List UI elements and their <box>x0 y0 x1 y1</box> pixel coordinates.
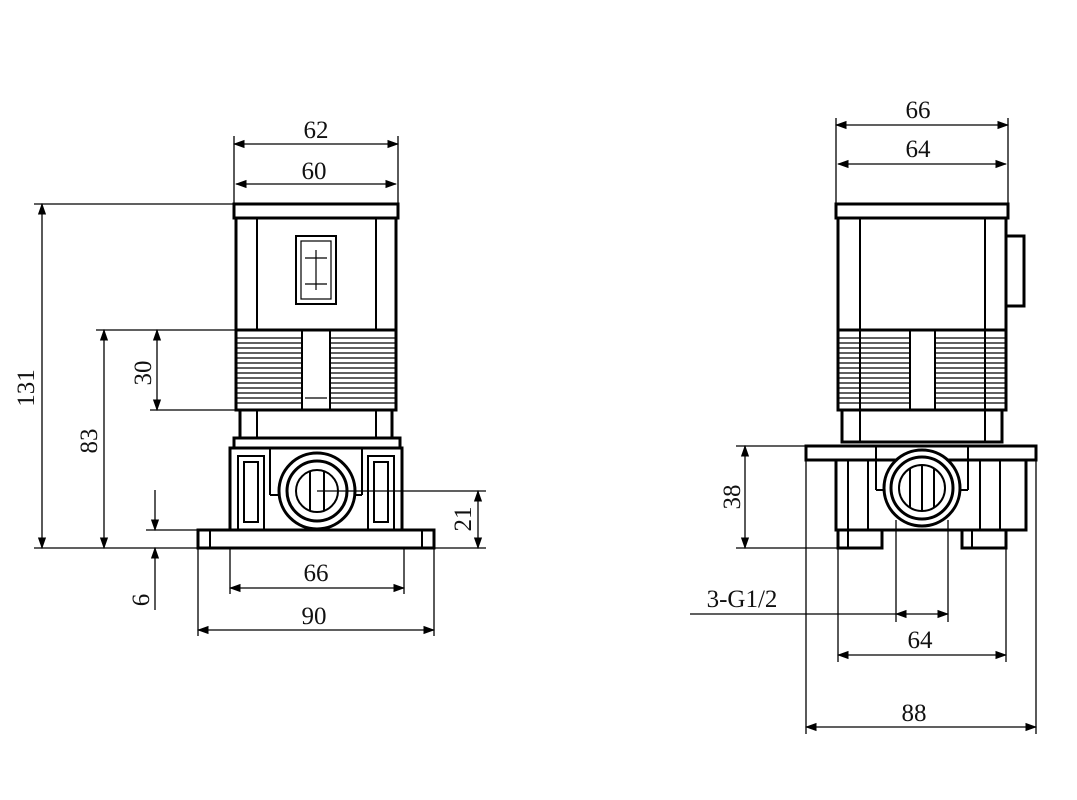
dim-top-outer-width: 62 <box>304 117 329 144</box>
dim-base-thickness: 6 <box>128 594 155 607</box>
front-window-icon <box>295 235 337 305</box>
dim-outlet-height: 21 <box>450 507 477 532</box>
side-neck <box>840 408 1004 444</box>
side-base <box>836 528 1008 550</box>
side-dim-outlet-height: 38 <box>719 485 746 510</box>
side-dim-base-width: 88 <box>902 700 927 727</box>
side-dimensions: 66 64 3-G1/2 64 88 38 <box>690 97 1038 734</box>
side-upper-housing <box>836 216 1008 332</box>
side-view <box>804 202 1038 550</box>
dim-band-height: 30 <box>130 361 157 386</box>
side-dim-top-inner-width: 64 <box>906 136 932 163</box>
dim-height-to-band: 83 <box>76 429 103 454</box>
side-ribbed-band <box>836 328 1008 412</box>
dim-total-height: 131 <box>13 369 40 407</box>
dim-top-inner-width: 60 <box>302 158 327 185</box>
side-dim-top-outer-width: 66 <box>906 97 931 124</box>
side-thread-label: 3-G1/2 <box>707 586 778 613</box>
side-top-cap <box>834 202 1010 220</box>
front-base <box>196 528 436 550</box>
front-dimensions: 62 60 66 90 131 83 30 6 21 <box>13 117 486 636</box>
dim-base-width: 90 <box>302 603 327 630</box>
dim-base-hole-spacing: 66 <box>304 560 329 587</box>
front-neck <box>238 408 394 440</box>
side-outlet <box>882 448 962 528</box>
side-protrusion <box>1004 234 1026 308</box>
front-top-cap <box>232 202 400 220</box>
front-ribbed-band <box>234 328 398 412</box>
side-dim-base-hole-spacing: 64 <box>908 627 934 654</box>
front-view <box>196 202 436 550</box>
